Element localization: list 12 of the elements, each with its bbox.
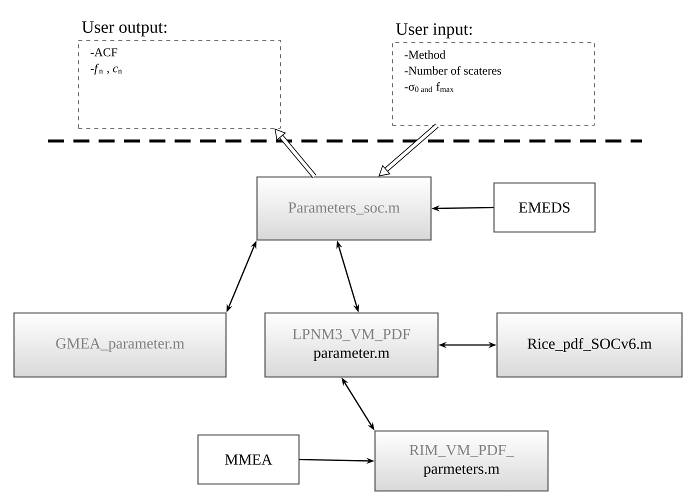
dashed-box: -Method -Number of scateres -σ$_{0 and}$ f$_{max}$ xyxy=(392,42,595,126)
heading: User output: xyxy=(82,21,166,36)
arrow xyxy=(274,128,316,178)
process-box: GMEA_parameter.m xyxy=(13,312,227,378)
heading: User input: xyxy=(396,23,472,38)
process-box: Parameters_soc.m xyxy=(256,176,432,241)
process-box: MMEA xyxy=(197,434,300,485)
process-box: EMEDS xyxy=(493,182,596,233)
process-box: LPNM3_VM_PDF parameter.m xyxy=(264,312,439,378)
process-box: RIM_VM_PDF_ parmeters.m xyxy=(374,430,549,492)
process-box: Rice_pdf_SOCv6.m xyxy=(496,312,683,378)
dashed-box: -ACF -f$_{n}$ , c$_{n}$ xyxy=(78,40,281,129)
